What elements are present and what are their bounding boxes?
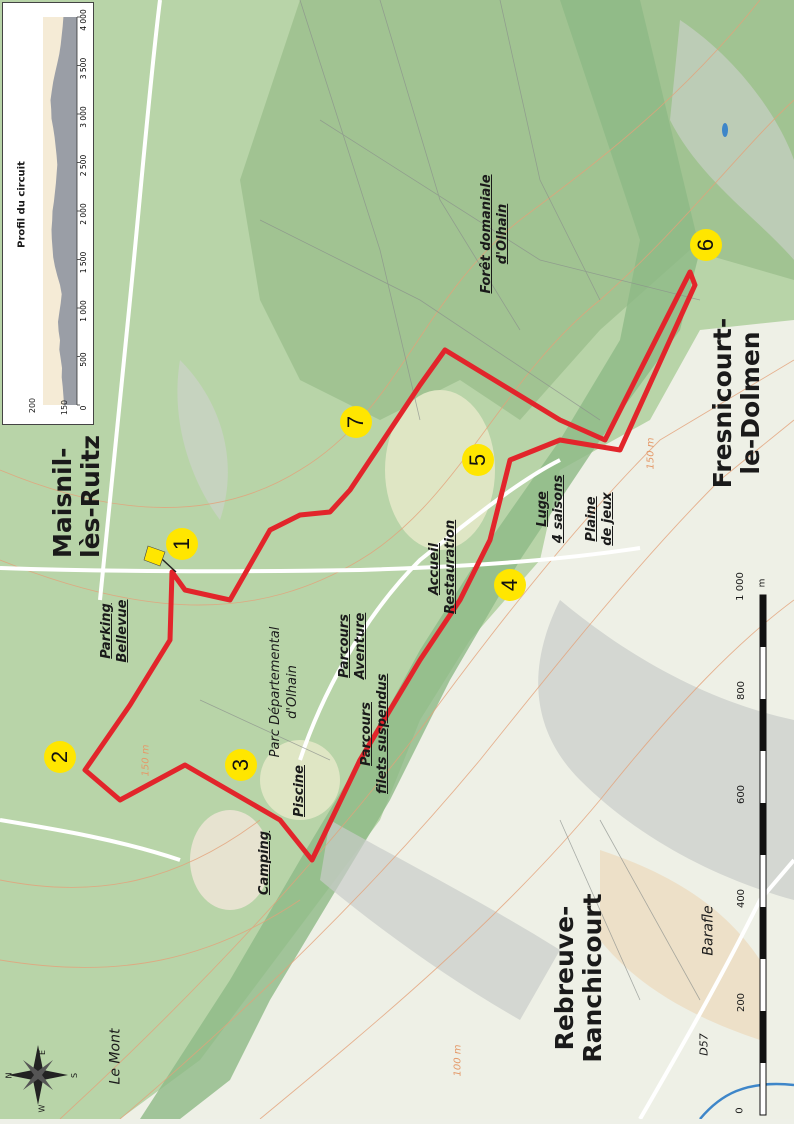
clearing <box>190 810 270 910</box>
contour-label-150-west: 150 m <box>140 744 152 777</box>
profile-xtick-label: 0 <box>79 405 88 410</box>
scale-bar-graphic <box>759 594 767 1116</box>
scale-tick-0: 0 <box>734 1107 746 1114</box>
marker-1[interactable]: 1 <box>166 528 198 560</box>
forest-ridge <box>140 0 700 1119</box>
village-area <box>600 850 760 1040</box>
marker-6[interactable]: 6 <box>690 229 722 261</box>
poi-accueil-restauration: Accueil Restauration <box>427 519 458 614</box>
town-rebreuve-ranchicourt: Rebreuve- Ranchicourt <box>550 893 607 1063</box>
place-parc-departemental: Parc Départemental d'Olhain <box>268 626 300 758</box>
profile-ytick-200: 200 <box>28 397 38 414</box>
contour-label-100: 100 m <box>452 1044 464 1077</box>
marker-4[interactable]: 4 <box>494 569 526 601</box>
compass-rose-icon <box>8 1045 68 1105</box>
clearing <box>260 740 340 820</box>
hill-shading <box>538 600 794 900</box>
profile-xtick-label: 1 500 <box>79 252 88 274</box>
hill-shading <box>670 20 794 260</box>
profile-xtick-label: 2 000 <box>79 203 88 225</box>
profile-title: Profil du circuit <box>16 161 28 248</box>
contour-label-150-east: 150 m <box>645 437 657 470</box>
poi-plaine-de-jeux: Plaine de jeux <box>584 492 615 546</box>
profile-xtick-label: 1 000 <box>79 300 88 322</box>
clearing <box>385 390 495 550</box>
poi-piscine: Piscine <box>292 765 307 817</box>
profile-elevation-area <box>50 17 77 405</box>
elevation-profile-chart: 0 500 1 000 1 500 2 000 2 500 3 000 3 500 4 000 <box>43 9 88 410</box>
circuit-route <box>82 269 698 863</box>
profile-xtick-label: 500 <box>79 352 88 367</box>
poi-parcours-aventure: Parcours Aventure <box>337 612 368 680</box>
marker-3[interactable]: 3 <box>225 749 257 781</box>
scale-tick-1000: 1 000 <box>734 572 746 601</box>
poi-luge-4-saisons: Luge 4 saisons <box>535 474 566 544</box>
scale-tick-200: 200 <box>736 992 748 1013</box>
marker-7[interactable]: 7 <box>340 406 372 438</box>
town-maisnil-les-ruitz: Maisnil- lès-Ruitz <box>48 435 105 558</box>
road-d57-label: D57 <box>697 1033 711 1056</box>
poi-parcours-filets-suspendus: Parcours filets suspendus <box>359 673 390 794</box>
stream <box>699 1082 794 1119</box>
town-fresnicourt-le-dolmen: Fresnicourt- le-Dolmen <box>708 317 765 489</box>
scale-tick-400: 400 <box>736 888 748 909</box>
forest-paths <box>199 0 701 1001</box>
pond <box>722 123 728 137</box>
start-flag-icon <box>143 545 177 573</box>
hill-shading <box>177 360 228 520</box>
compass-n: N <box>4 1072 14 1079</box>
compass-s: S <box>70 1072 80 1079</box>
scale-unit: m <box>757 578 768 588</box>
profile-xtick-label: 4 000 <box>79 9 88 31</box>
profile-xtick-label: 3 000 <box>79 106 88 128</box>
poi-parking-bellevue: Parking Bellevue <box>99 599 130 663</box>
scale-tick-800: 800 <box>736 680 748 701</box>
marker-2[interactable]: 2 <box>44 741 76 773</box>
place-foret-domaniale: Forêt domaniale d'Olhain <box>479 174 510 294</box>
profile-xtick-label: 3 500 <box>79 58 88 80</box>
profile-xtick-label: 2 500 <box>79 155 88 177</box>
hill-shading <box>320 820 560 1020</box>
place-le-mont: Le Mont <box>107 1028 124 1085</box>
poi-camping: Camping <box>257 830 272 896</box>
profile-ytick-150: 150 <box>60 399 70 416</box>
compass-w: W <box>37 1104 47 1113</box>
compass-e: E <box>38 1049 48 1056</box>
marker-5[interactable]: 5 <box>462 444 494 476</box>
scale-tick-600: 600 <box>736 784 748 805</box>
place-barafle: Barafle <box>700 905 717 956</box>
scale-bar: 0 200 400 600 800 1 000 m <box>735 560 794 1120</box>
